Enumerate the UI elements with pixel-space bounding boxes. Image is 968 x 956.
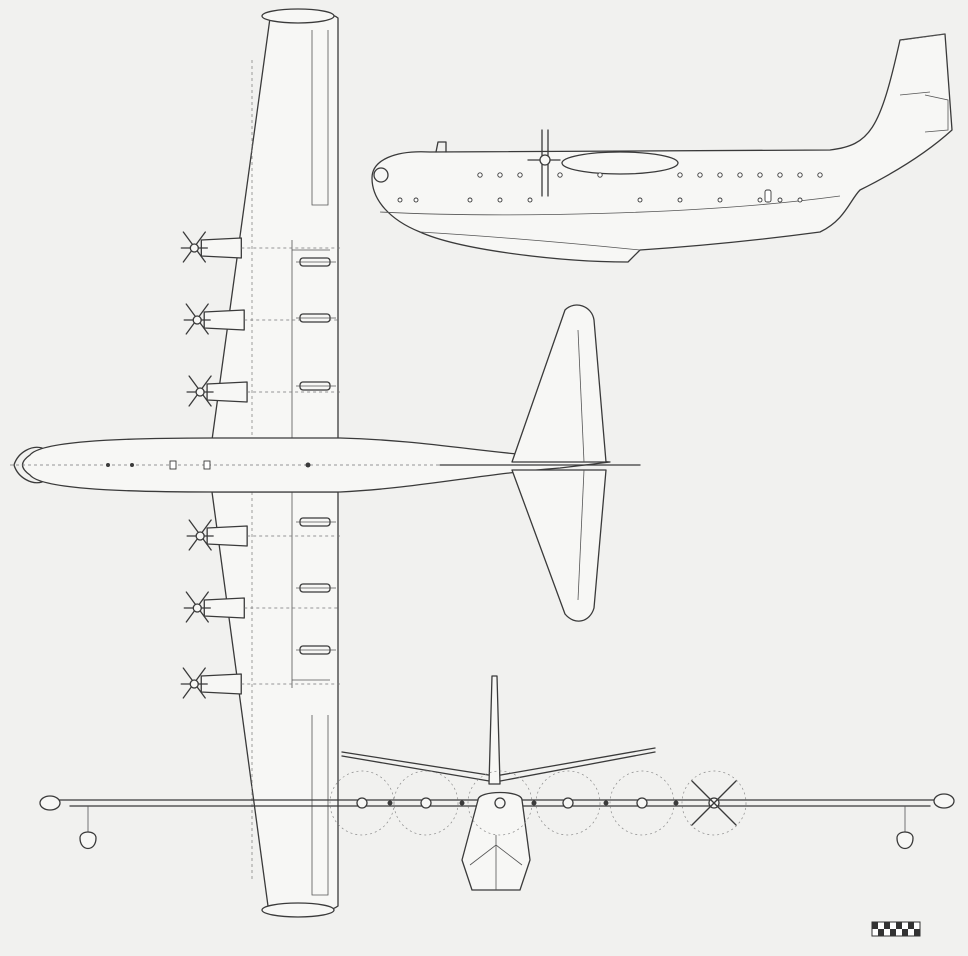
wing-pod-1 <box>296 257 336 267</box>
wing-pod-2 <box>296 313 336 323</box>
wingtip-float-upper <box>261 8 335 24</box>
nose-turret-side <box>373 167 389 183</box>
front-prop-disc-6 <box>681 770 747 836</box>
side-view <box>371 33 953 263</box>
front-fin <box>488 675 501 785</box>
aileron-lower <box>311 715 329 896</box>
engines-plan <box>180 231 340 699</box>
flap-lower <box>291 492 330 688</box>
wing-pod-6 <box>296 645 336 655</box>
aileron-upper <box>311 30 329 206</box>
fuselage-plan <box>10 437 640 493</box>
side-portholes <box>397 172 823 203</box>
tailplane-plan <box>439 304 641 622</box>
front-float-right <box>896 793 955 850</box>
vertical-fin-rudder <box>899 33 949 133</box>
front-hull-keel <box>469 835 523 890</box>
front-prop-disc-2 <box>393 770 459 836</box>
hull-step-line <box>419 231 641 251</box>
fuselage-hatches <box>106 460 311 470</box>
engine-plan-4 <box>186 519 340 551</box>
wing-upper-half <box>211 9 339 441</box>
wing-plan <box>211 8 339 918</box>
wing-pod-5 <box>296 583 336 593</box>
scale-bar <box>871 921 921 937</box>
plan-view <box>10 8 641 918</box>
elevator-line-lower <box>577 469 585 601</box>
cockpit-nose-plan <box>13 446 43 484</box>
wing-pod-3 <box>296 381 336 391</box>
engine-plan-3 <box>186 375 340 407</box>
hull-side-outline <box>371 33 953 263</box>
tailplane-lower <box>511 469 607 622</box>
wingtip-float-lower <box>261 902 335 918</box>
tailplane-upper <box>511 304 607 463</box>
front-view <box>39 675 955 891</box>
front-prop-disc-4 <box>535 770 601 836</box>
front-prop-disc-5 <box>609 770 675 836</box>
engine-plan-6 <box>180 667 340 699</box>
front-propeller-discs <box>329 770 747 836</box>
hull-chine-line <box>379 195 841 216</box>
front-prop-disc-1 <box>329 770 395 836</box>
propeller-side <box>527 129 561 197</box>
flap-upper <box>291 240 330 440</box>
front-float-left <box>39 795 97 850</box>
engine-nacelle-side <box>561 151 679 175</box>
engine-plan-1 <box>180 231 340 263</box>
wing-pods-plan <box>296 257 336 655</box>
cockpit-side <box>435 141 447 153</box>
elevator-line-upper <box>577 329 585 463</box>
wing-lower-half <box>211 491 339 915</box>
engine-plan-5 <box>183 591 340 623</box>
wing-pod-4 <box>296 517 336 527</box>
